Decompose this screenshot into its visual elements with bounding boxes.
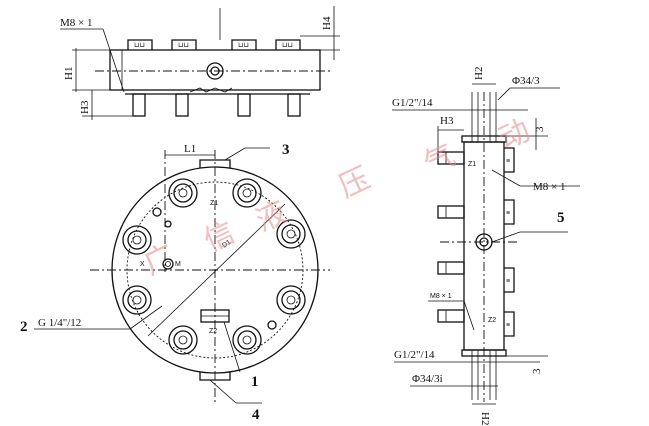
callout-1: 1: [251, 374, 259, 390]
h4-label: H4: [321, 16, 333, 30]
z2-label-side: Z2: [488, 317, 496, 324]
watermark-char-4: 压: [334, 161, 376, 205]
svg-text:⊔⊔: ⊔⊔: [238, 42, 249, 49]
watermark-char-3: 液: [251, 195, 293, 239]
dim-3-bottom: 3: [531, 368, 543, 374]
phi-label-top: Φ34/3: [512, 75, 540, 87]
watermark-char-6: 动: [494, 113, 536, 157]
circle-view: L1 3 Z1 D1 X M Z2 2 G 1/4"/12 1 4: [20, 142, 330, 423]
side-right-connectors: ≡ ≡ ≡ ≡: [504, 147, 515, 337]
callout-3: 3: [282, 142, 290, 158]
watermark: 广 信 液 压 气 动: [139, 113, 536, 282]
dim-3-top: 3: [534, 126, 546, 132]
side-left-pins: [437, 151, 465, 323]
top-connectors: ⊔⊔ ⊔⊔ ⊔⊔ ⊔⊔: [127, 39, 301, 50]
small-hole-3: [267, 320, 277, 330]
bottom-tab: [199, 372, 231, 381]
x-label: X: [140, 261, 145, 268]
z2-label: Z2: [209, 328, 217, 335]
g14-label: G 1/4"/12: [38, 317, 81, 329]
side-view: ≡ ≡ ≡ ≡ H2 Φ34/3 G1/2"/14 H3 3 Z1 M8 × 1: [392, 67, 580, 425]
manifold-body: [109, 49, 321, 91]
svg-text:⊔⊔: ⊔⊔: [178, 42, 189, 49]
m-port: [162, 258, 174, 270]
h1-label: H1: [63, 67, 75, 80]
d1-label: D1: [221, 239, 232, 250]
d1-dimension-line: [147, 203, 286, 337]
m8-label-side-bottom: M8 × 1: [430, 293, 452, 300]
l1-label: L1: [184, 143, 196, 155]
svg-text:≡: ≡: [506, 322, 510, 329]
h2-label-top: H2: [473, 67, 485, 80]
svg-text:≡: ≡: [506, 278, 510, 285]
h3-label-side: H3: [440, 115, 454, 127]
h3-label-top: H3: [79, 100, 91, 114]
top-tab: [199, 159, 231, 168]
phi-label-bottom: Φ34/3i: [412, 373, 443, 385]
bottom-pins: [125, 87, 310, 117]
svg-text:⊔⊔: ⊔⊔: [134, 42, 145, 49]
small-hole-1: [152, 207, 162, 217]
g12-label-top: G1/2"/14: [392, 97, 433, 109]
callout-5: 5: [557, 210, 565, 226]
svg-text:≡: ≡: [506, 210, 510, 217]
port-holes: [122, 178, 306, 355]
m8-label-side-top: M8 × 1: [533, 181, 565, 193]
z1-label-side: Z1: [468, 161, 476, 168]
callout-2: 2: [20, 319, 28, 335]
z1-label: Z1: [210, 200, 218, 207]
svg-text:≡: ≡: [506, 158, 510, 165]
m-label: M: [175, 261, 181, 268]
m8-label-top: M8 × 1: [60, 17, 92, 29]
watermark-char-5: 气: [419, 138, 461, 182]
svg-text:⊔⊔: ⊔⊔: [282, 42, 293, 49]
top-view: H4 ⊔⊔ ⊔⊔ ⊔⊔ ⊔⊔ M8 × 1: [60, 6, 340, 120]
callout-4: 4: [252, 407, 260, 423]
small-hole-2: [164, 220, 172, 228]
center-port: [206, 62, 224, 80]
g12-label-bottom: G1/2"/14: [394, 349, 435, 361]
h2-label-bottom: H2: [479, 412, 491, 425]
